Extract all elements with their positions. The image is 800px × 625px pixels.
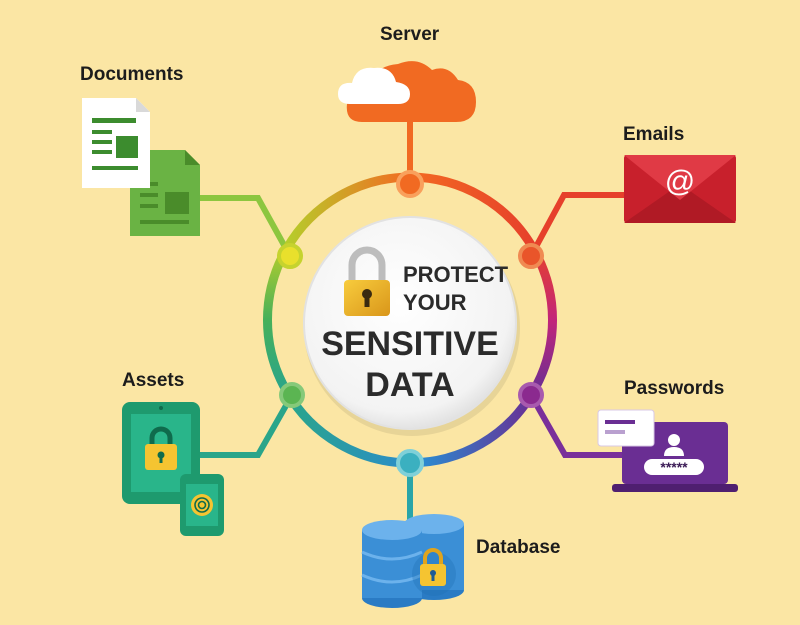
assets-label: Assets: [122, 370, 185, 391]
envelope-icon: @: [624, 155, 736, 223]
assets-connector: [198, 393, 295, 458]
passwords-connector: [528, 393, 625, 458]
emails-label: Emails: [623, 124, 685, 145]
login-card-icon: *****: [597, 409, 738, 492]
database-lock-icon: [361, 514, 464, 608]
padlock-icon: [344, 246, 390, 316]
server-label: Server: [380, 24, 440, 45]
database-label: Database: [476, 537, 561, 558]
center-line-2: YOUR: [403, 290, 467, 315]
cloud-icon: [338, 61, 476, 122]
emails-node-dot: [518, 243, 544, 269]
documents-node-dot: [277, 243, 303, 269]
emails-connector: [528, 192, 625, 258]
center-line-4: DATA: [365, 366, 454, 404]
password-mask: *****: [660, 459, 688, 475]
server-node-dot: [396, 170, 424, 198]
assets-node-dot: [279, 382, 305, 408]
center-line-3: SENSITIVE: [321, 325, 499, 363]
email-at-symbol: @: [665, 165, 695, 198]
database-node-dot: [396, 449, 424, 477]
phone-fingerprint-icon: [180, 474, 224, 536]
documents-connector: [190, 195, 293, 258]
center-line-1: PROTECT: [403, 262, 509, 287]
document-icon: [82, 98, 200, 236]
passwords-node-dot: [518, 382, 544, 408]
center-badge: PROTECT YOUR SENSITIVE DATA: [303, 216, 520, 436]
ring-nodes: [277, 170, 544, 477]
documents-label: Documents: [80, 64, 184, 85]
passwords-label: Passwords: [624, 378, 725, 399]
